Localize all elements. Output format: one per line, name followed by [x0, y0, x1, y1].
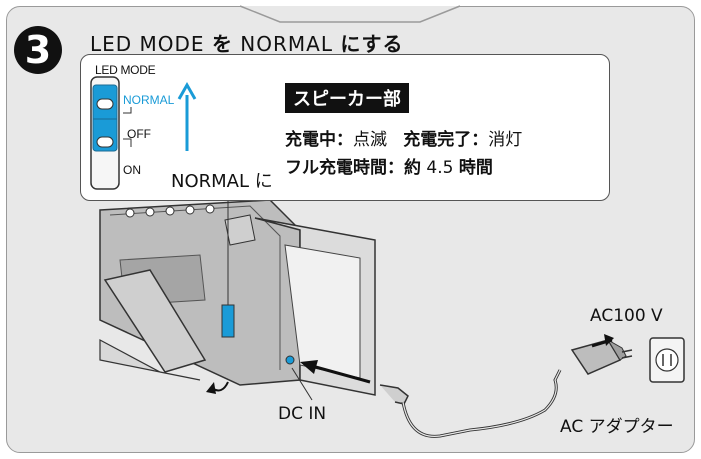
heading-text-4: にする: [340, 32, 404, 56]
step-number-badge: 3: [14, 26, 62, 74]
set-to-normal-label: NORMAL に: [171, 171, 273, 192]
switch-label-off: OFF: [127, 127, 151, 141]
switch-title: LED MODE: [95, 63, 156, 77]
slider-knob-top: [96, 98, 114, 110]
ac-adapter-label: AC アダプター: [560, 417, 674, 437]
complete-value: 消灯: [488, 130, 523, 150]
switch-label-on: ON: [123, 163, 141, 177]
panel-notch: [239, 5, 461, 23]
heading-text-2: を: [211, 32, 233, 56]
time-approx: 約: [404, 158, 421, 178]
slider-knob-bottom: [96, 136, 114, 148]
speaker-section-tag: スピーカー部: [285, 83, 409, 113]
ac100v-label: AC100 V: [590, 306, 663, 326]
step-heading: LED MODE を NORMAL にする: [90, 28, 404, 57]
dc-plug: [379, 384, 409, 405]
heading-text-1: LED MODE: [90, 32, 212, 56]
adapter-cable: [401, 369, 562, 438]
complete-label: 充電完了：: [403, 130, 489, 150]
insert-arrow: [311, 364, 371, 384]
charging-status-line: 充電中：点滅 充電完了：消灯: [285, 125, 522, 150]
charging-label: 充電中：: [285, 130, 353, 150]
heading-text-3: NORMAL: [232, 32, 341, 56]
dc-in-jack: [285, 355, 295, 365]
speaker-stand: [103, 269, 207, 373]
dc-in-label: DC IN: [278, 404, 327, 424]
charging-value: 点滅: [353, 130, 387, 150]
time-unit: 時間: [458, 158, 493, 178]
led-mode-switch-body: [221, 304, 235, 338]
switch-label-normal: NORMAL: [123, 93, 175, 107]
led-mode-callout: LED MODE NORMAL OFF ON NORMAL に スピーカー部 充…: [80, 54, 610, 201]
time-value: 4.5: [426, 158, 454, 178]
time-label: フル充電時間：: [285, 158, 404, 178]
led-mode-switch-diagram: [90, 76, 197, 190]
full-charge-time-line: フル充電時間：約 4.5 時間: [285, 153, 493, 178]
